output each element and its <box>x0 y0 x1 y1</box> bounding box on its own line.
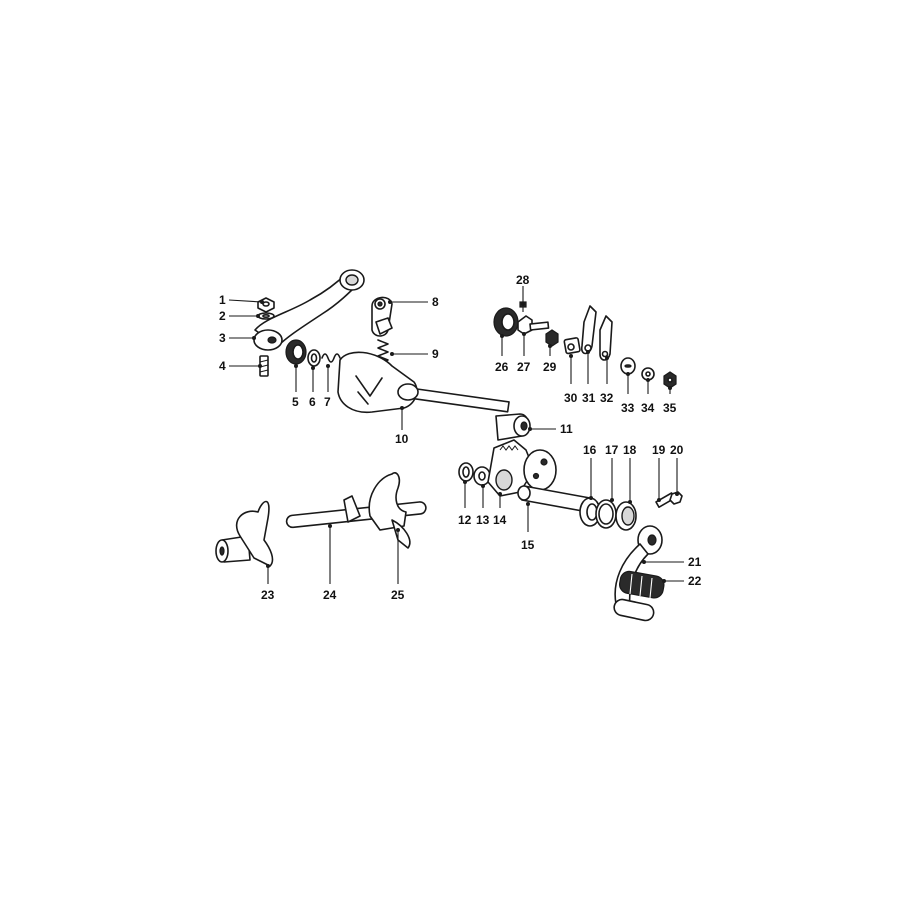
callout-20-label: 20 <box>670 443 684 457</box>
callout-31-label: 31 <box>582 391 596 405</box>
callout-7: 7 <box>324 364 331 409</box>
part-33-washer <box>620 357 636 375</box>
callout-11: 11 <box>528 422 573 436</box>
part-2-washer <box>257 312 275 320</box>
callout-29: 29 <box>543 344 557 374</box>
callout-1-label: 1 <box>219 293 226 307</box>
callout-35: 35 <box>663 386 677 415</box>
part-27-bolt <box>517 315 550 335</box>
part-30-plate <box>563 337 581 355</box>
callout-10-label: 10 <box>395 432 409 446</box>
part-22-rubber-grip <box>619 570 665 599</box>
callout-20: 20 <box>670 443 684 496</box>
callout-3: 3 <box>219 331 256 345</box>
callout-32-label: 32 <box>600 391 614 405</box>
callout-29-label: 29 <box>543 360 557 374</box>
part-26-bearing-cup <box>493 307 519 337</box>
callout-17: 17 <box>605 443 619 502</box>
part-32-lever-plate <box>599 315 613 361</box>
callout-4: 4 <box>219 359 262 373</box>
callout-19-label: 19 <box>652 443 666 457</box>
callout-22: 22 <box>662 574 702 588</box>
callout-28: 28 <box>516 273 530 306</box>
callout-26: 26 <box>495 334 509 374</box>
part-6-washer <box>307 349 321 367</box>
callout-16: 16 <box>583 443 597 500</box>
callout-3-label: 3 <box>219 331 226 345</box>
callout-5: 5 <box>292 364 299 409</box>
callout-10: 10 <box>395 406 409 446</box>
callout-32: 32 <box>600 356 614 405</box>
callout-15: 15 <box>521 502 535 552</box>
callout-15-label: 15 <box>521 538 535 552</box>
callout-16-label: 16 <box>583 443 597 457</box>
callout-25: 25 <box>391 528 405 602</box>
part-20-nut <box>669 491 683 505</box>
part-7-spring <box>321 353 341 363</box>
part-10-selector-plate <box>337 351 510 414</box>
callout-14: 14 <box>493 492 507 527</box>
callout-5-label: 5 <box>292 395 299 409</box>
callout-8-label: 8 <box>432 295 439 309</box>
callout-2: 2 <box>219 309 260 323</box>
callout-18-label: 18 <box>623 443 637 457</box>
callout-27-label: 27 <box>517 360 531 374</box>
callout-23-label: 23 <box>261 588 275 602</box>
part-29-nut <box>545 329 559 347</box>
part-23-shift-fork <box>215 500 274 567</box>
part-15-shaft <box>517 449 591 513</box>
callout-13: 13 <box>476 484 490 527</box>
part-14-gear-quadrant <box>487 439 535 497</box>
callout-21-label: 21 <box>688 555 702 569</box>
part-3-lever-arm <box>253 269 365 351</box>
callout-9: 9 <box>390 347 439 361</box>
callout-34-label: 34 <box>641 401 655 415</box>
part-12-ring <box>458 462 474 482</box>
callout-6: 6 <box>309 366 316 409</box>
callout-23: 23 <box>261 564 275 602</box>
callout-2-label: 2 <box>219 309 226 323</box>
callout-33: 33 <box>621 372 635 415</box>
callout-28-label: 28 <box>516 273 530 287</box>
callout-21: 21 <box>642 555 702 569</box>
part-11-shaft-end <box>495 413 531 441</box>
part-25-shift-fork <box>343 472 411 549</box>
callout-8: 8 <box>388 295 439 309</box>
callout-31: 31 <box>582 350 596 405</box>
callout-35-label: 35 <box>663 401 677 415</box>
part-31-lever-plate <box>580 305 597 355</box>
callout-14-label: 14 <box>493 513 507 527</box>
callout-1: 1 <box>219 293 264 307</box>
callout-24: 24 <box>323 524 337 602</box>
part-35-nut <box>663 371 677 389</box>
callout-17-label: 17 <box>605 443 619 457</box>
callout-30-label: 30 <box>564 391 578 405</box>
part-17-ring <box>595 499 617 529</box>
callout-25-label: 25 <box>391 588 405 602</box>
callout-6-label: 6 <box>309 395 316 409</box>
part-5-bearing <box>285 339 307 365</box>
callout-12: 12 <box>458 480 472 527</box>
callout-9-label: 9 <box>432 347 439 361</box>
callout-30: 30 <box>564 354 578 405</box>
callout-13-label: 13 <box>476 513 490 527</box>
part-1-nut <box>257 297 275 313</box>
callout-19: 19 <box>652 443 666 502</box>
callout-11-label: 11 <box>560 422 573 436</box>
callout-7-label: 7 <box>324 395 331 409</box>
callout-18: 18 <box>623 443 637 504</box>
callout-26-label: 26 <box>495 360 509 374</box>
part-8-bracket <box>371 296 393 337</box>
callout-12-label: 12 <box>458 513 472 527</box>
callout-27: 27 <box>517 332 531 374</box>
callout-24-label: 24 <box>323 588 337 602</box>
part-18-ring <box>615 501 637 531</box>
callout-33-label: 33 <box>621 401 635 415</box>
callout-34: 34 <box>641 378 655 415</box>
callout-22-label: 22 <box>688 574 702 588</box>
callout-4-label: 4 <box>219 359 226 373</box>
